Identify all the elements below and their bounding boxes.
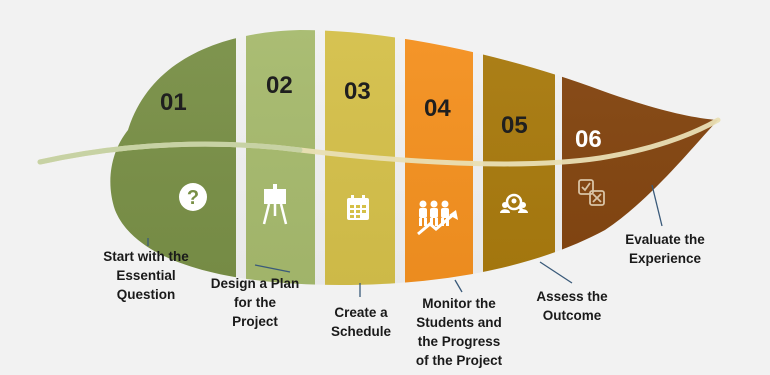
step-label-line: for the [234,295,276,310]
step-label-line: Design a Plan [211,276,300,291]
svg-text:?: ? [187,187,199,209]
step-label-line: Students and [416,315,502,330]
step-label-line: Project [232,314,278,329]
step-label-line: Question [117,287,176,302]
step-label-line: Evaluate the [625,232,705,247]
step-number-03: 03 [344,78,371,105]
checklist-icon [578,179,605,206]
step-number-06: 06 [575,126,602,153]
question-icon: ? [179,183,207,211]
easel-icon [262,184,288,225]
step-label-03: Create a Schedule [331,305,392,339]
step-label-line: Outcome [543,308,602,323]
assessment-icon [500,193,528,214]
step-label-line: Essential [116,268,175,283]
step-label-line: Start with the [103,249,189,264]
step-number-02: 02 [266,72,293,99]
step-label-line: Create a [334,305,388,320]
step-label-line: of the Project [416,353,503,368]
step-label-line: Monitor the [422,296,496,311]
step-label-line: Schedule [331,324,392,339]
step-number-04: 04 [424,95,451,122]
step-number-01: 01 [160,89,187,116]
step-label-line: Assess the [536,289,608,304]
team-growth-icon [417,200,458,236]
connector-lines [147,184,663,297]
step-label-line: Experience [629,251,702,266]
step-number-05: 05 [501,112,528,139]
calendar-icon [347,195,369,220]
step-label-line: the Progress [418,334,501,349]
